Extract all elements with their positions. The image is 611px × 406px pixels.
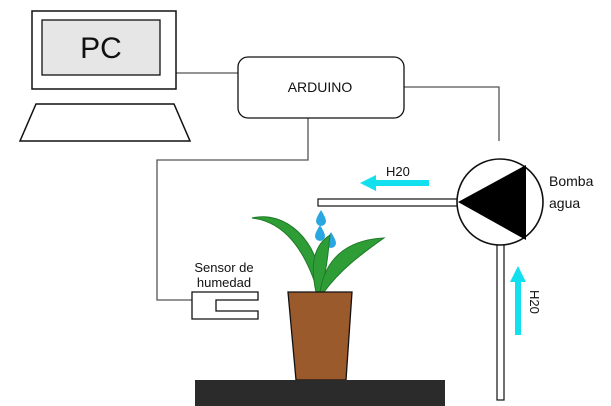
pump-label-line1: Bomba [549,173,594,189]
pc-keyboard [18,103,192,142]
inlet-pipe [496,239,505,401]
humidity-sensor [191,291,259,320]
horizontal-flow-arrow [360,175,429,191]
plant [251,216,386,293]
water-drop-icon [315,225,325,241]
vertical-flow-label: H20 [527,290,542,314]
arduino-board: ARDUINO [237,56,405,119]
water-drop-icon [316,210,326,226]
pump-triangle [458,165,526,240]
monitor-screen [41,19,161,76]
connection-wires [156,72,500,301]
pc-monitor: PC [31,10,177,90]
leaf-right [319,237,386,293]
pump-label-line2: agua [549,195,580,211]
arduino-pump-wire [404,86,500,141]
arduino-label: ARDUINO [288,79,353,95]
horizontal-flow-label: H20 [386,164,410,179]
leaf-left [251,216,323,293]
plant-pot [287,291,353,381]
sensor-label-line2: humedad [197,275,251,290]
vertical-flow-arrow [510,266,526,335]
water-pump [456,158,544,246]
pc-label: PC [80,32,122,65]
outlet-pipe [317,198,461,207]
sensor-label-line1: Sensor de [194,260,253,275]
table [195,380,445,406]
arduino-sensor-wire [156,118,309,301]
